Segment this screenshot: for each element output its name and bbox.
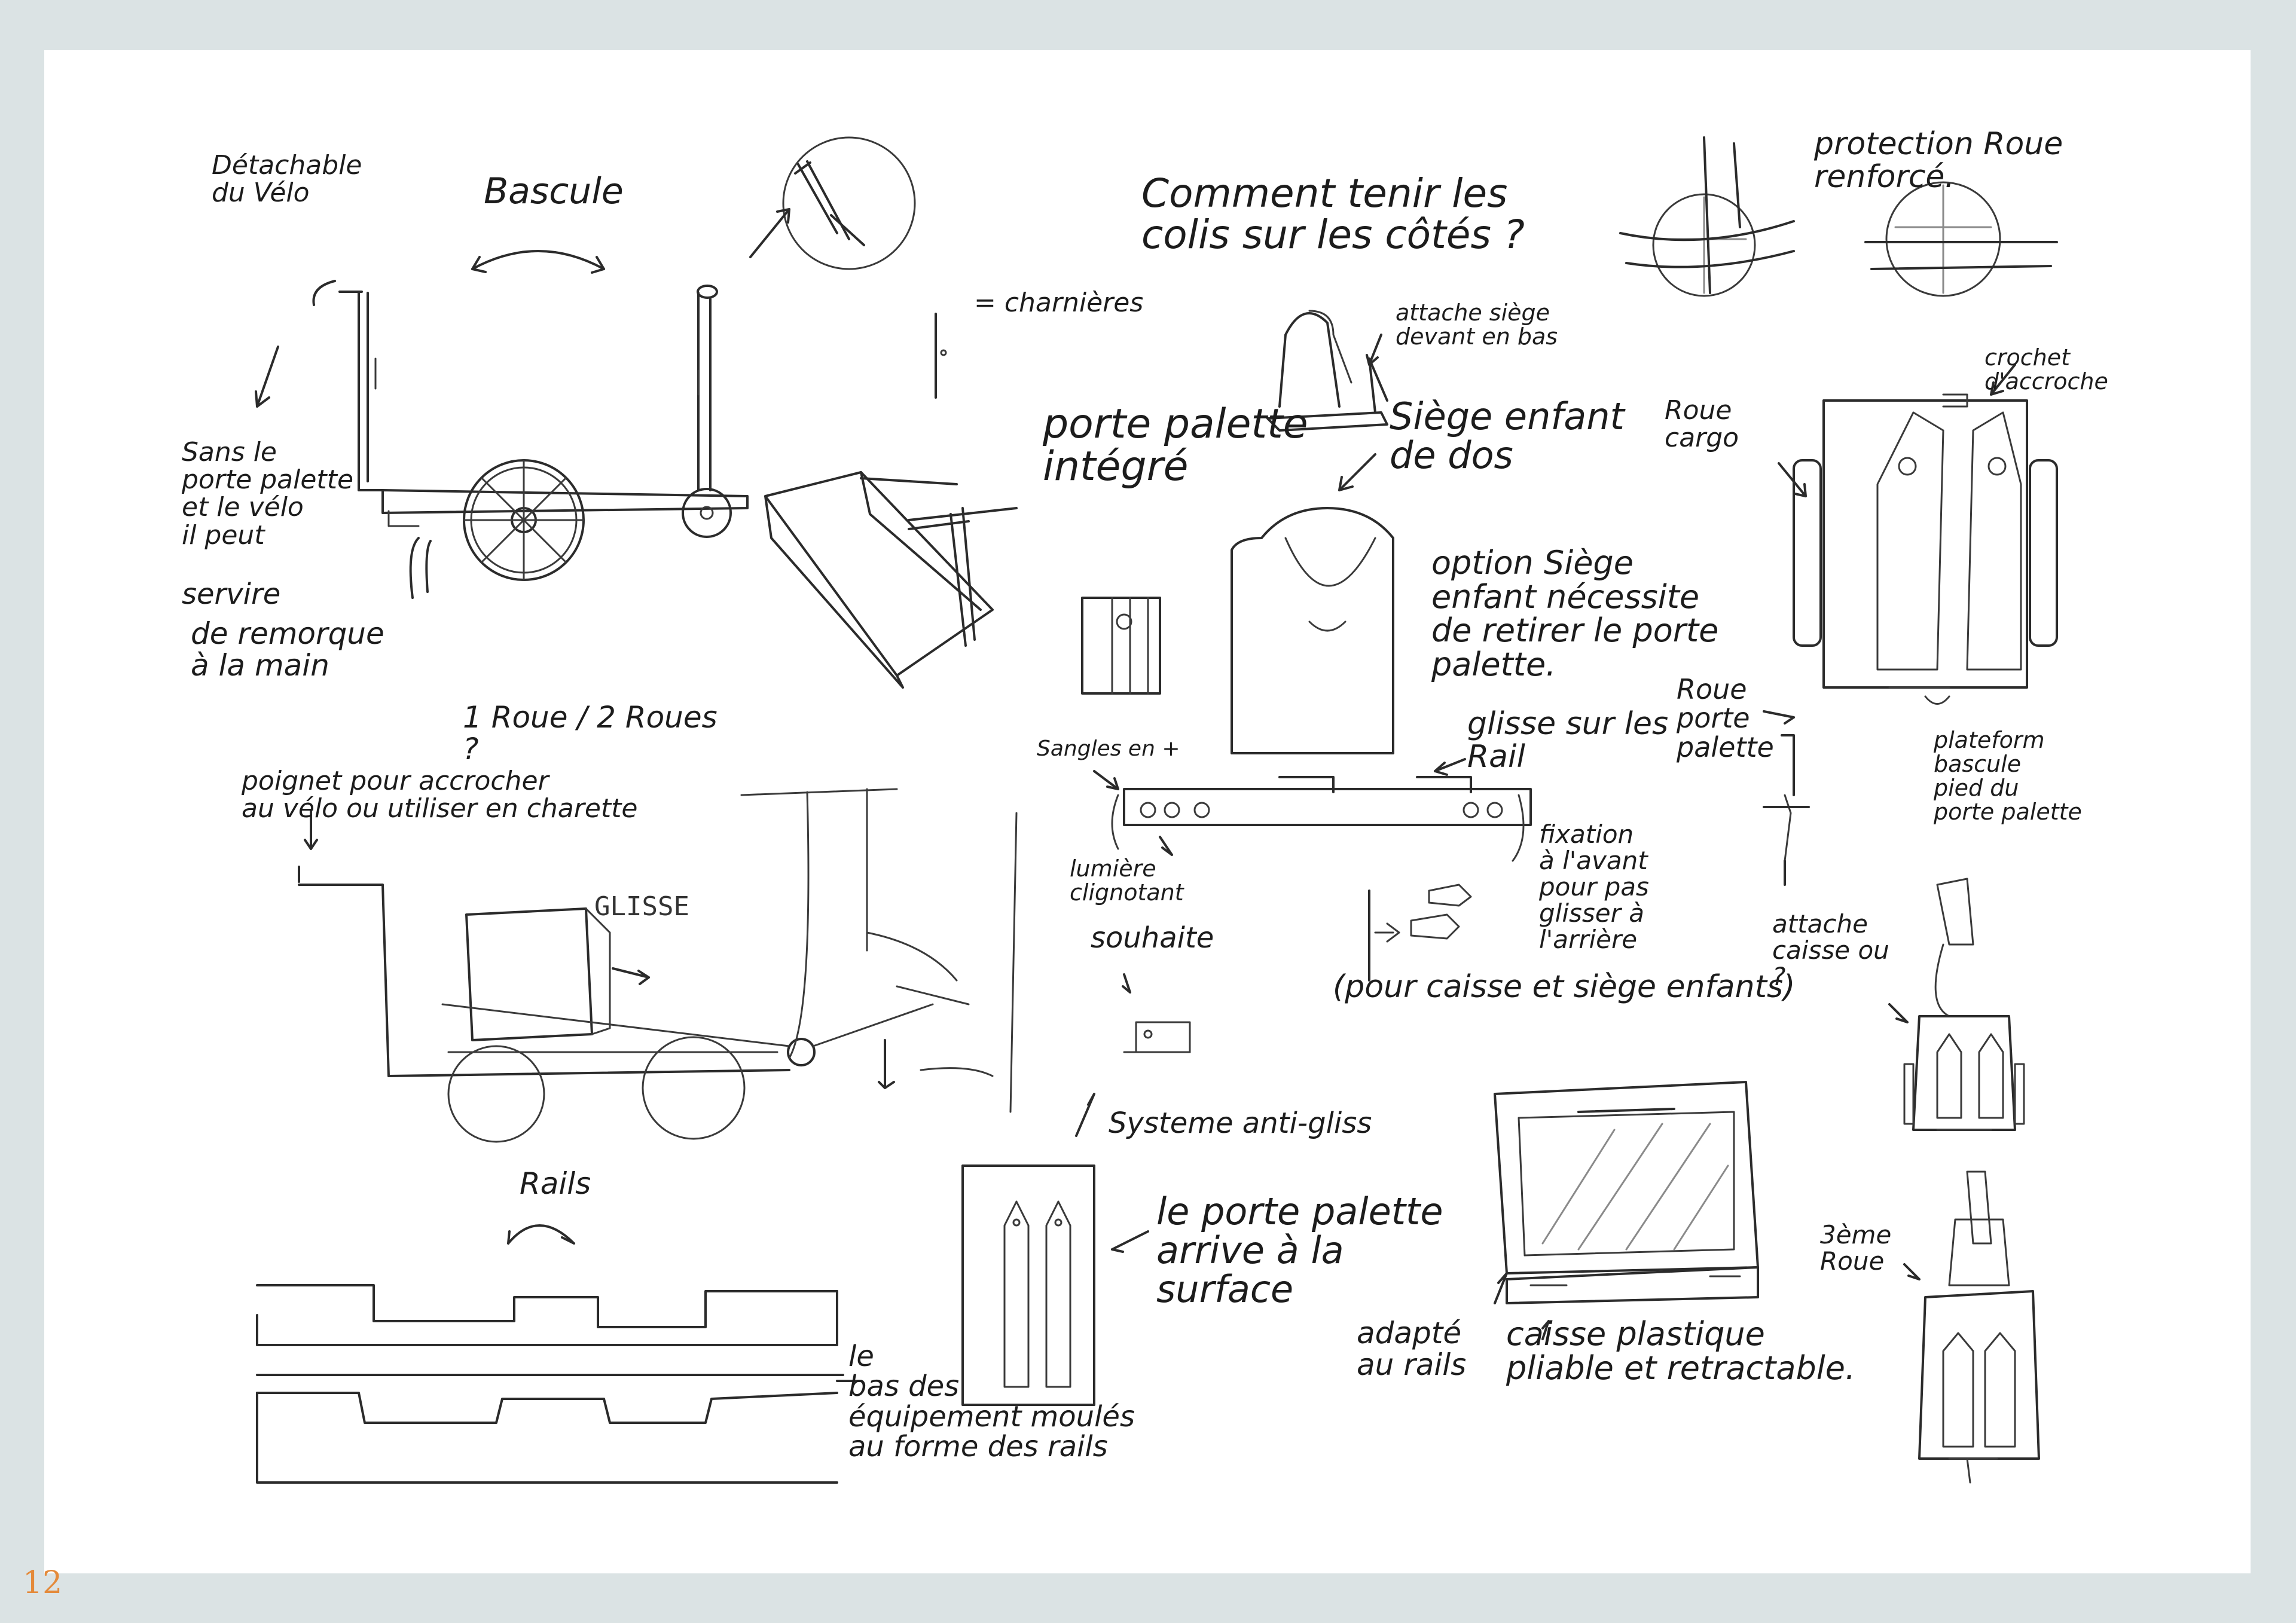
trailer-rear-sketch bbox=[1888, 878, 2025, 1131]
note-glisse: GLISSE bbox=[594, 891, 689, 922]
note-attache-siege: attache siège devant en bas bbox=[1396, 299, 1558, 350]
note-glisse-rail: glisse sur les Rail bbox=[1467, 706, 1669, 775]
child-seat-sketch bbox=[1111, 507, 1532, 862]
note-basculement: Bascule bbox=[484, 170, 624, 212]
note-charnieres: = charnières bbox=[974, 288, 1144, 318]
note-sans-porte-palette: Sans le porte palette et le vélo il peut bbox=[182, 437, 354, 551]
note-surface: le porte palette arrive à la surface bbox=[1156, 1190, 1443, 1312]
note-troisieme-roue: 3ème Roue bbox=[1820, 1220, 1892, 1276]
note-roue-porte-palette: Roue porte palette bbox=[1677, 673, 1774, 763]
third-wheel-sketch bbox=[1903, 1170, 2040, 1484]
pallet-carrier-3d-sketch bbox=[764, 471, 1018, 689]
tilt-arrow bbox=[471, 250, 605, 270]
cargo-topview-sketch bbox=[1778, 393, 2058, 705]
note-bas-equipement: le bas des équipement moulés au forme de… bbox=[848, 1340, 1135, 1464]
note-systeme-anti-glisse: Systeme anti-gliss bbox=[1109, 1107, 1372, 1140]
sketch-drawings bbox=[255, 136, 2058, 1484]
rails-profile-sketch bbox=[256, 1224, 862, 1484]
sketch-sheet: Détachable du Vélo Bascule = charnières … bbox=[44, 50, 2251, 1573]
note-attache-caisse: attache caisse ou ? bbox=[1772, 909, 1889, 992]
note-rails: Rails bbox=[520, 1166, 591, 1201]
note-detachable: Détachable du Vélo bbox=[212, 150, 362, 209]
note-une-deux-roues: 1 Roue / 2 Roues ? bbox=[463, 700, 718, 766]
note-option-siege: option Siège enfant nécessite de retirer… bbox=[1431, 544, 1719, 684]
note-question-colis: Comment tenir les colis sur les côtés ? bbox=[1141, 170, 1525, 258]
front-fix-sketch bbox=[1368, 884, 1472, 982]
note-poignet: poignet pour accrocher au vélo ou utilis… bbox=[242, 766, 638, 824]
note-adapte-rails: adapté au rails bbox=[1357, 1316, 1467, 1382]
note-remorque: de remorque à la main bbox=[191, 616, 384, 683]
page-number: 12 bbox=[23, 1565, 63, 1601]
plastic-crate-sketch bbox=[1494, 1081, 1759, 1340]
wheel-protection-sketch bbox=[1619, 136, 2058, 297]
note-porte-palette-integre: porte palette intégré bbox=[1043, 401, 1308, 491]
note-lumiere: lumière clignotant bbox=[1070, 855, 1184, 906]
pallet-wheel-sketch bbox=[1763, 710, 1810, 886]
note-protection-roue: protection Roue renforcé. bbox=[1814, 126, 2063, 195]
note-sangles: Sangles en + bbox=[1037, 736, 1180, 761]
seat-attach-sketch bbox=[1266, 310, 1388, 432]
hinge-detail-circle bbox=[782, 136, 916, 270]
note-fixation: fixation à l'avant pour pas glisser à l'… bbox=[1539, 820, 1649, 955]
anti-slip-sketch bbox=[1075, 1021, 1191, 1137]
note-siege-enfant-dos: Siège enfant de dos bbox=[1390, 395, 1625, 478]
note-souhaite: souhaite bbox=[1091, 921, 1214, 955]
note-roue-cargo: Roue cargo bbox=[1665, 395, 1739, 454]
note-plateforme: plateform bascule pied du porte palette bbox=[1934, 727, 2082, 825]
pallet-surface-sketch bbox=[961, 1164, 1149, 1406]
note-caisse-plastique: caisse plastique pliable et retractable. bbox=[1506, 1315, 1856, 1387]
rail-slot-sketch bbox=[1081, 597, 1161, 695]
note-servir: servire bbox=[182, 577, 281, 611]
note-pour-caisse: (pour caisse et siège enfants) bbox=[1333, 969, 1796, 1005]
note-crochet: crochet d'accroche bbox=[1984, 344, 2108, 395]
trailer-side-sketch bbox=[312, 280, 749, 599]
handcart-sketch bbox=[298, 788, 1018, 1143]
